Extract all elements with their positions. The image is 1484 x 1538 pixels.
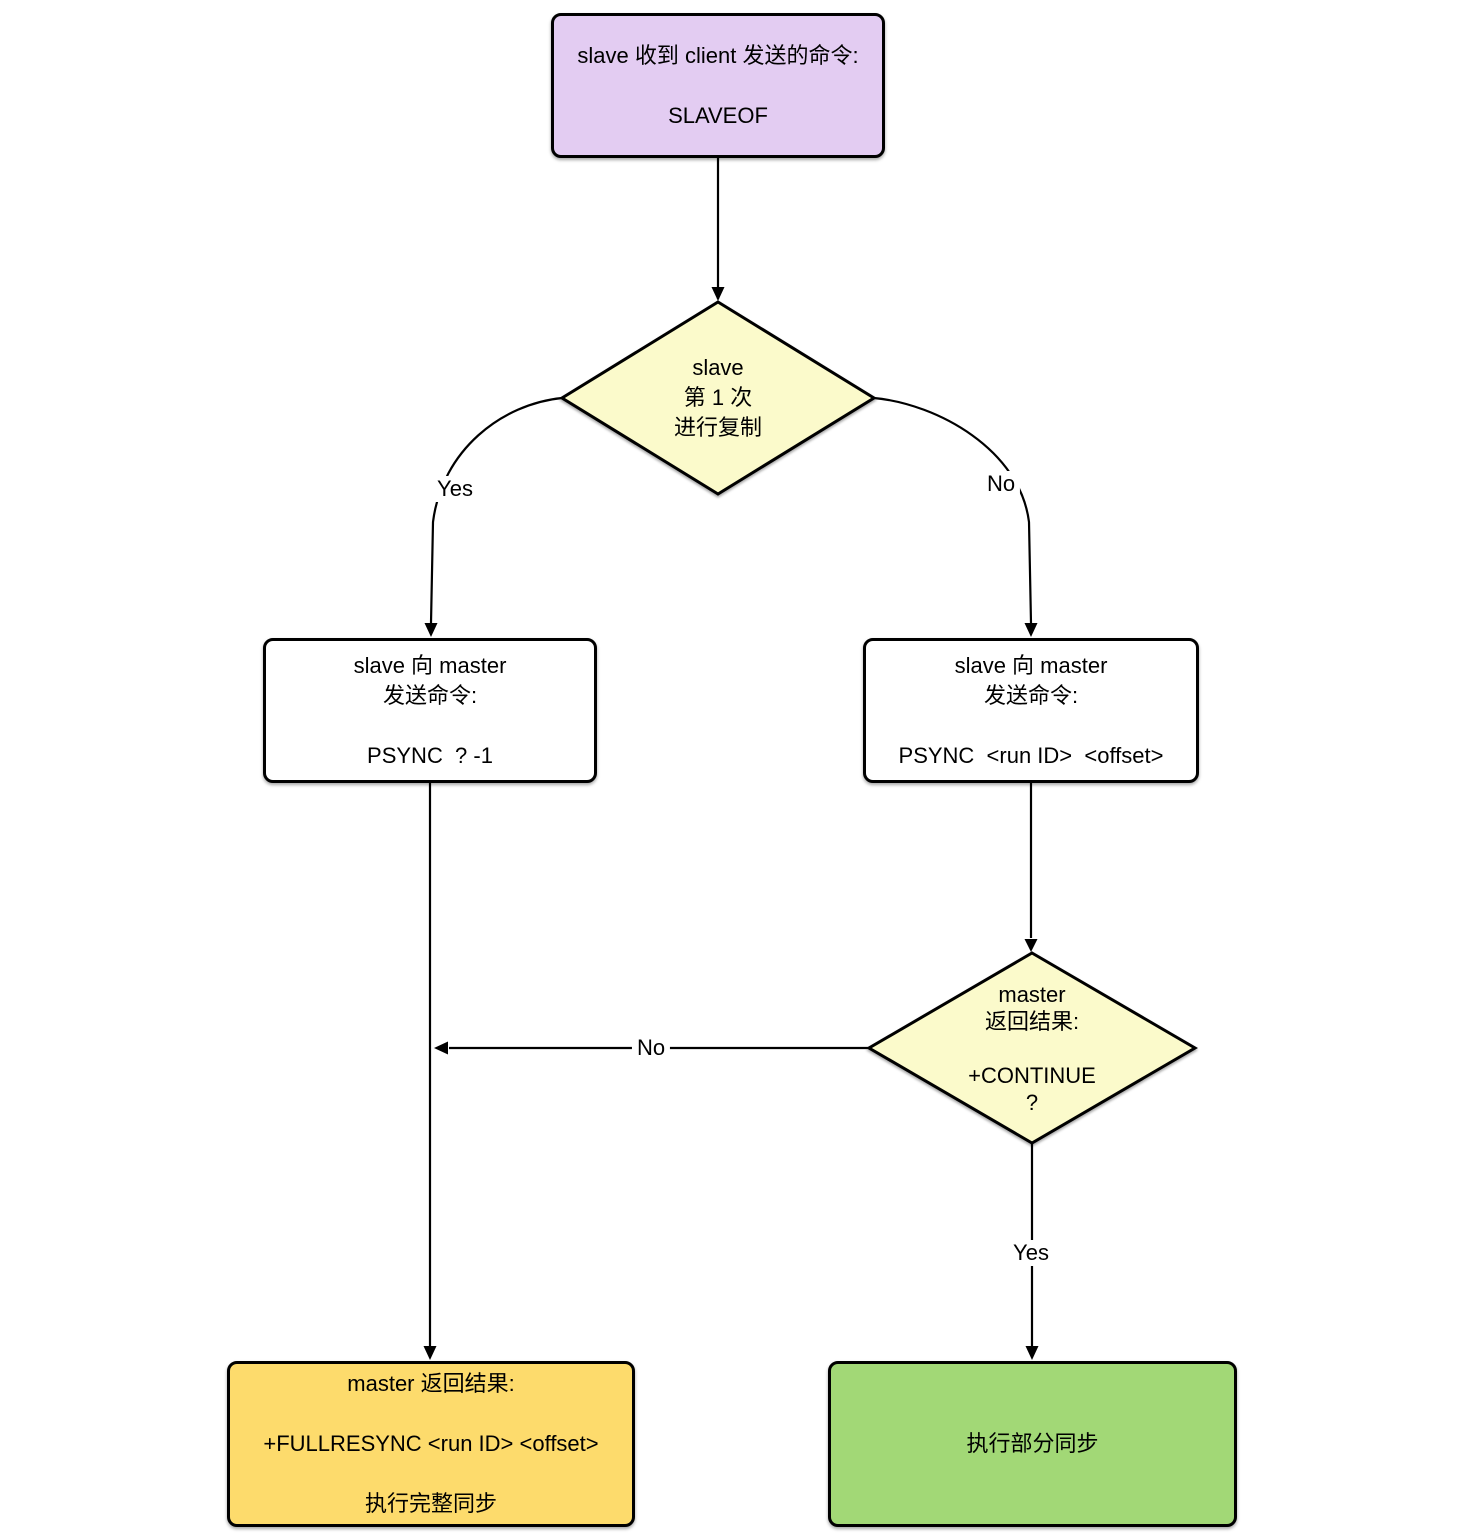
edge-label-yes-first: Yes <box>432 476 478 502</box>
arrowhead-down-icon <box>1025 1346 1039 1360</box>
arrowhead-down-icon <box>1024 939 1038 952</box>
edge-label-no-first: No <box>981 471 1021 497</box>
edge-no-to-psync-partial <box>873 396 1033 624</box>
decision-first-replication-shape <box>559 300 877 496</box>
node-fullresync-command: +FULLRESYNC <run ID> <offset> <box>263 1431 599 1456</box>
node-psync-partial-line: 发送命令: <box>983 682 1079 708</box>
arrowhead-down-icon <box>423 1346 437 1360</box>
node-partial-sync-line: 执行部分同步 <box>966 1431 1099 1456</box>
node-slaveof: slave 收到 client 发送的命令: SLAVEOF <box>551 13 885 158</box>
node-slaveof-text: slave 收到 client 发送的命令: <box>577 42 859 68</box>
node-fullresync-line: 执行完整同步 <box>364 1491 497 1516</box>
edge-yes-to-psync-full <box>429 396 563 624</box>
arrowhead-down-icon <box>1024 623 1038 637</box>
node-partial-sync: 执行部分同步 <box>828 1361 1237 1527</box>
node-fullresync-line: master 返回结果: <box>347 1371 515 1396</box>
node-psync-partial-line: slave 向 master <box>954 652 1108 678</box>
edge-label-yes-continue: Yes <box>1008 1240 1054 1266</box>
node-slaveof-command: SLAVEOF <box>668 102 768 128</box>
edge-label-no-continue: No <box>631 1035 671 1061</box>
node-psync-full-line: slave 向 master <box>353 652 507 678</box>
arrowhead-left-icon <box>434 1041 448 1055</box>
arrowhead-down-icon <box>424 623 438 637</box>
node-psync-full-command: PSYNC ? -1 <box>367 742 493 768</box>
node-psync-partial-command: PSYNC <run ID> <offset> <box>898 742 1164 768</box>
node-psync-full-line: 发送命令: <box>382 682 478 708</box>
arrowhead-down-icon <box>711 287 725 301</box>
node-psync-partial: slave 向 master 发送命令: PSYNC <run ID> <off… <box>863 638 1199 783</box>
node-psync-full: slave 向 master 发送命令: PSYNC ? -1 <box>263 638 597 783</box>
node-fullresync: master 返回结果: +FULLRESYNC <run ID> <offse… <box>227 1361 635 1527</box>
decision-continue-shape <box>866 951 1198 1145</box>
